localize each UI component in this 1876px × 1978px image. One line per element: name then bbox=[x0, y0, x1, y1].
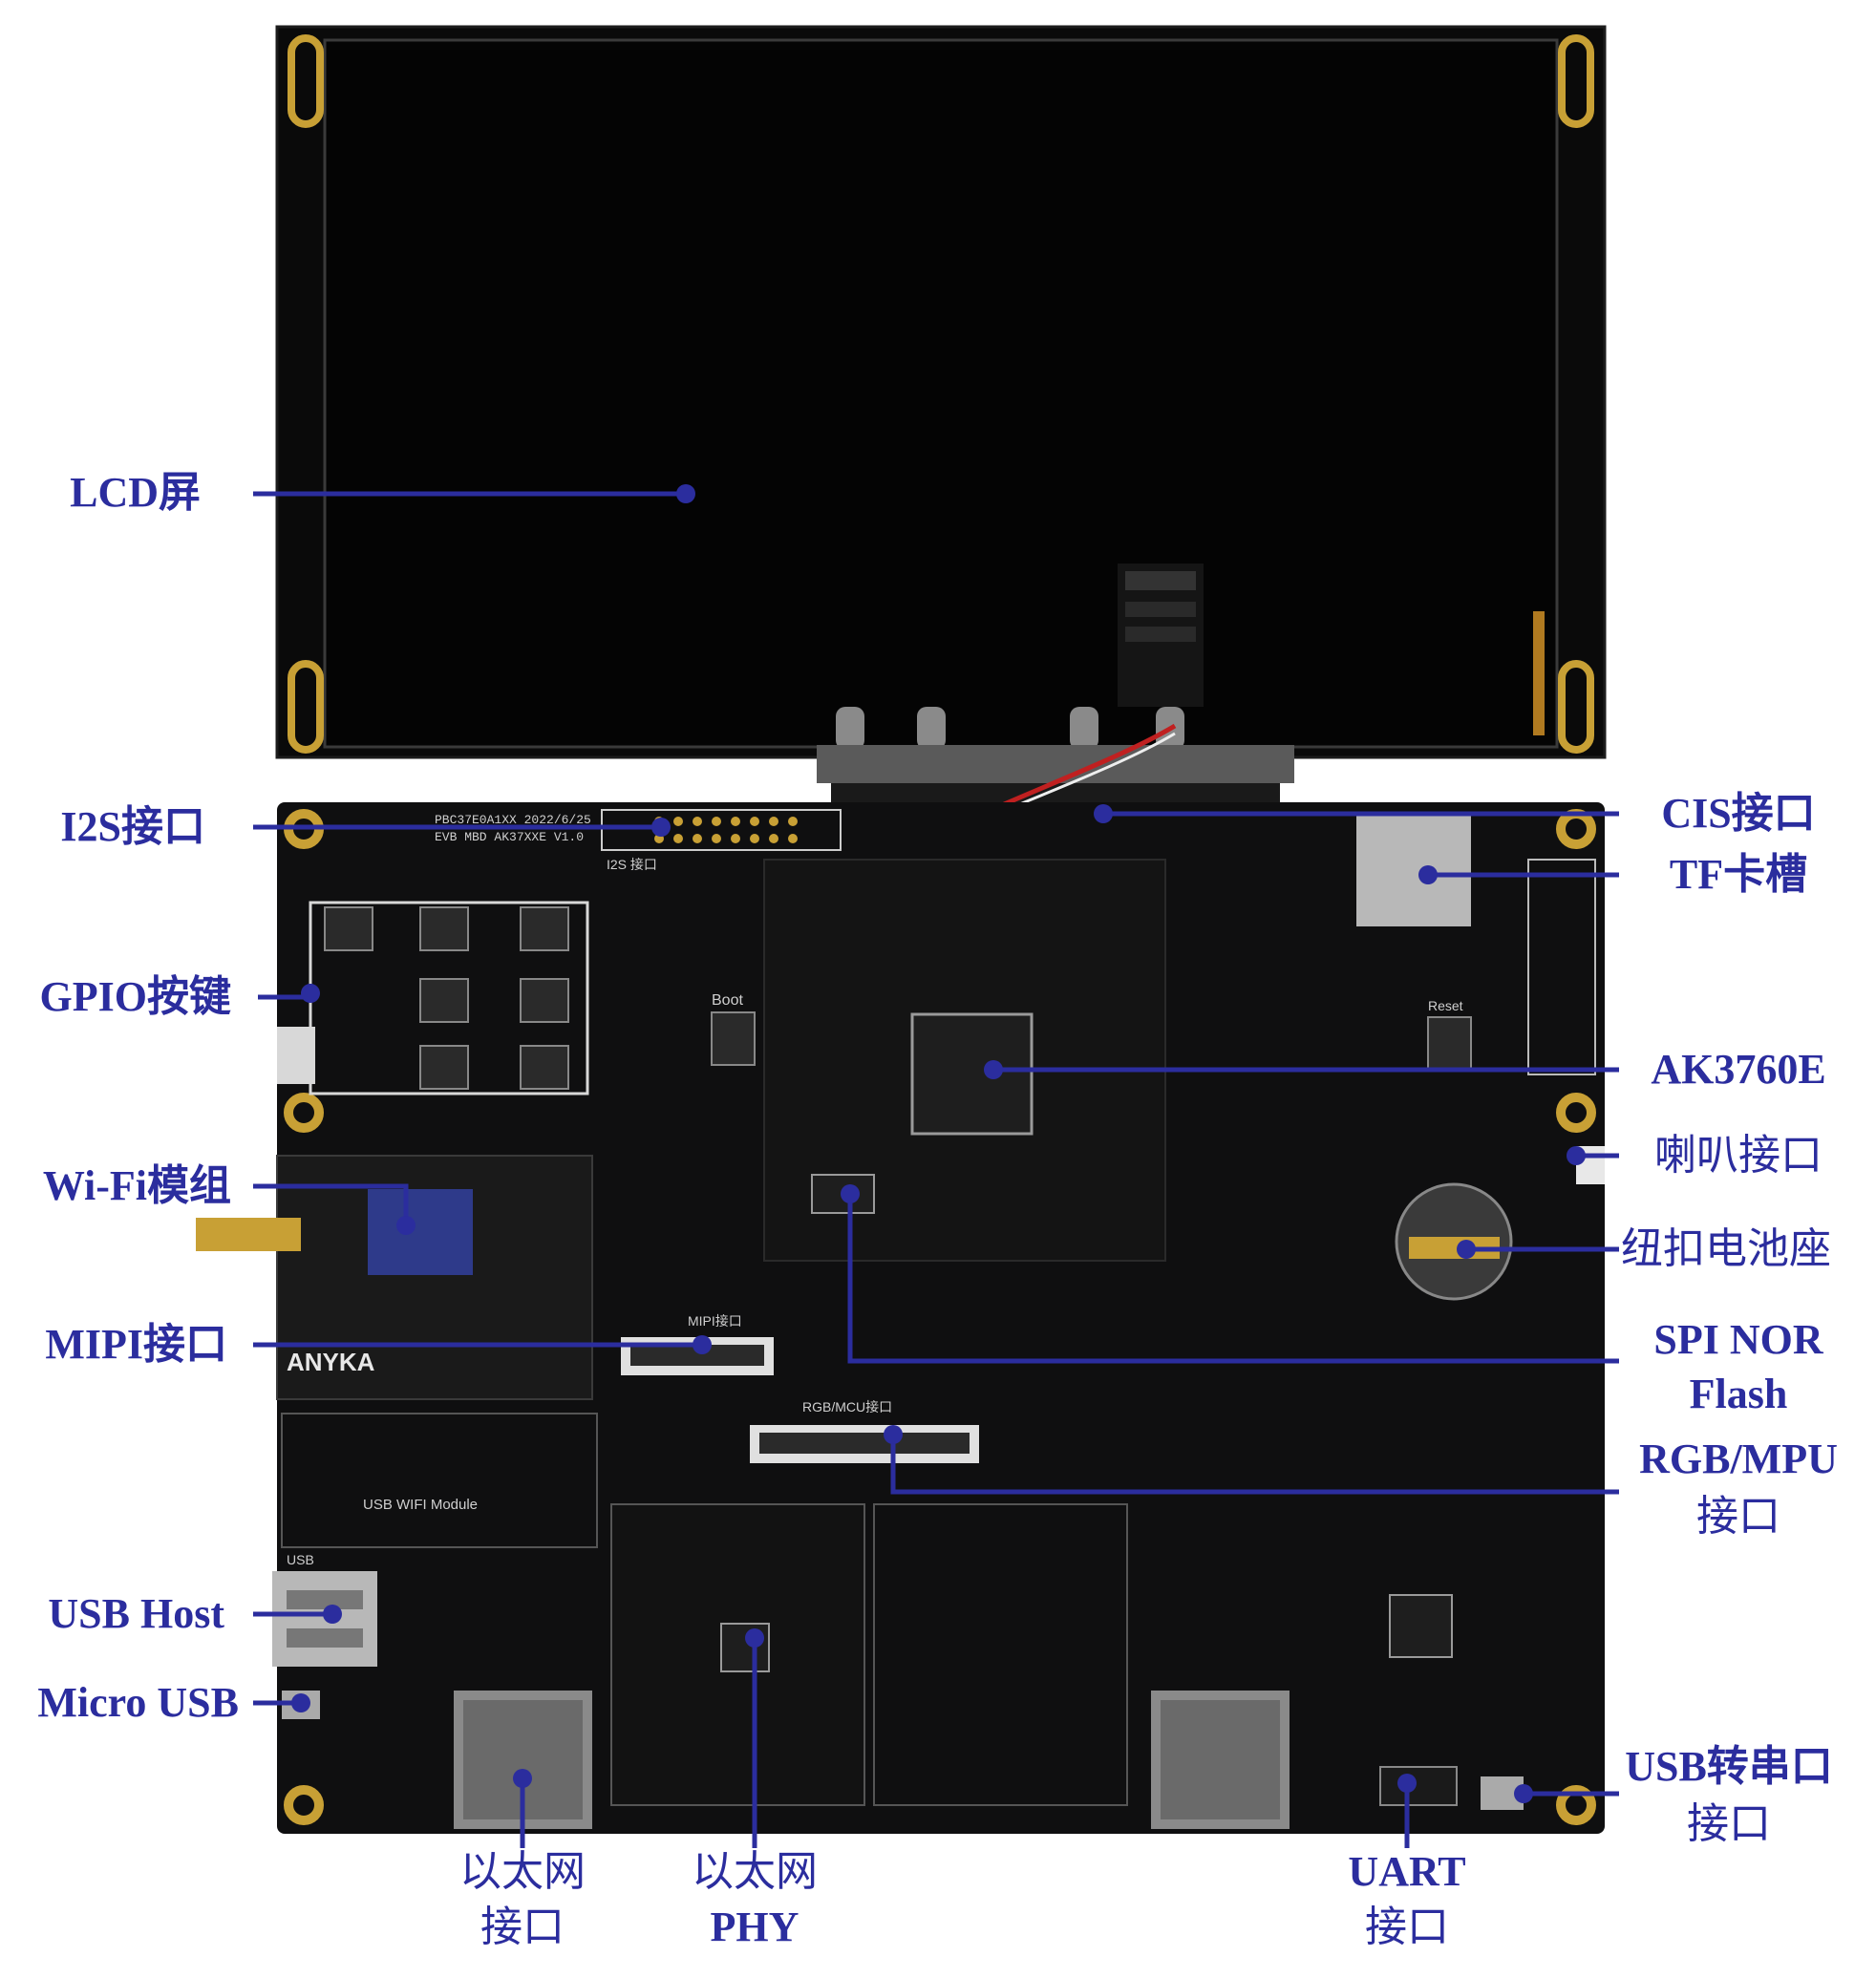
label-uart-line2: 接口 bbox=[1365, 1904, 1449, 1950]
label-i2s: I2S接口 bbox=[60, 803, 205, 850]
silk-usb-wifi: USB WIFI Module bbox=[363, 1497, 478, 1513]
label-wifi: Wi-Fi模组 bbox=[42, 1162, 231, 1209]
label-micro-usb: Micro USB bbox=[37, 1679, 239, 1726]
label-usb-host: USB Host bbox=[48, 1590, 224, 1637]
silk-rgb-mcu: RGB/MCU接口 bbox=[802, 1399, 892, 1414]
main-pcb: ANYKA PBC37E0A1XX 2022/6/25 EVB MBD AK37… bbox=[196, 802, 1605, 1834]
silk-boot: Boot bbox=[712, 992, 743, 1009]
label-eth-port-line2: 接口 bbox=[480, 1904, 565, 1950]
label-usb-serial-line2: 接口 bbox=[1687, 1800, 1771, 1847]
leader-lines bbox=[253, 484, 1619, 1848]
silk-i2s: I2S 接口 bbox=[607, 857, 657, 872]
silk-usb: USB bbox=[287, 1552, 314, 1567]
label-usb-serial-line1: USB转串口 bbox=[1625, 1743, 1833, 1790]
silk-board-sub: EVB MBD AK37XXE V1.0 bbox=[435, 830, 584, 844]
label-cis: CIS接口 bbox=[1661, 790, 1816, 837]
label-mipi: MIPI接口 bbox=[45, 1321, 227, 1368]
label-uart-line1: UART bbox=[1348, 1848, 1466, 1895]
label-soc: AK3760E bbox=[1651, 1046, 1826, 1093]
label-speaker: 喇叭接口 bbox=[1654, 1132, 1823, 1179]
silk-reset: Reset bbox=[1428, 998, 1463, 1013]
lcd-screen bbox=[275, 25, 1607, 855]
label-eth-phy-line1: 以太网 bbox=[692, 1848, 818, 1895]
silk-board-id: PBC37E0A1XX 2022/6/25 bbox=[435, 813, 591, 827]
label-spi-nor-line2: Flash bbox=[1689, 1371, 1788, 1417]
label-lcd: LCD屏 bbox=[70, 469, 201, 516]
label-rgb-mpu-line2: 接口 bbox=[1696, 1493, 1780, 1540]
label-tf-slot: TF卡槽 bbox=[1669, 851, 1808, 898]
label-battery: 纽扣电池座 bbox=[1621, 1225, 1831, 1272]
label-rgb-mpu-line1: RGB/MPU bbox=[1639, 1436, 1838, 1482]
label-eth-phy-line2: PHY bbox=[710, 1904, 799, 1950]
silk-mipi: MIPI接口 bbox=[688, 1313, 742, 1329]
label-spi-nor-line1: SPI NOR bbox=[1653, 1316, 1823, 1363]
label-gpio: GPIO按键 bbox=[39, 973, 231, 1020]
label-eth-port-line1: 以太网 bbox=[459, 1848, 586, 1895]
silk-brand: ANYKA bbox=[287, 1348, 375, 1376]
